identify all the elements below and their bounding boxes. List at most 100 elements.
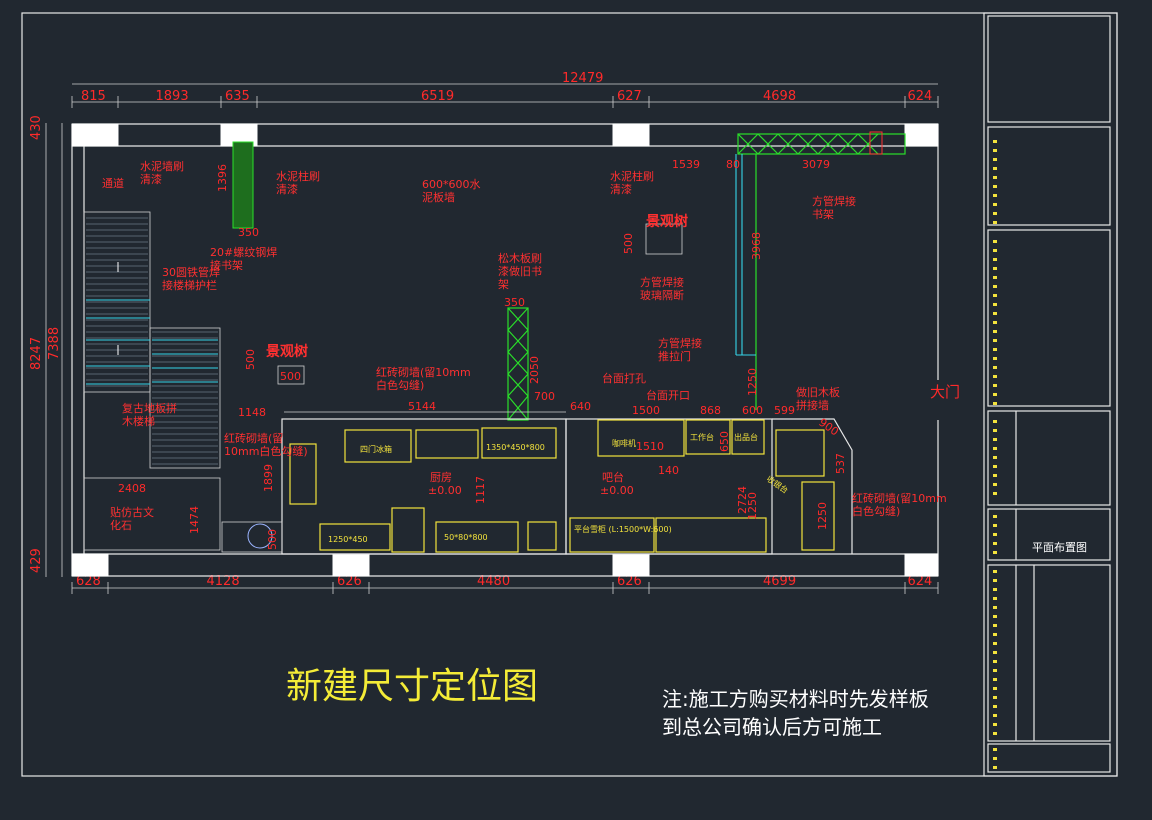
dim-inner-24: 2724: [736, 486, 749, 514]
dim-inner-22: 140: [658, 464, 679, 477]
dim-inner-1: 80: [726, 158, 740, 171]
svg-text:出品台: 出品台: [734, 432, 758, 442]
dim-top-1: 1893: [156, 89, 189, 104]
svg-text:四门冰箱: 四门冰箱: [360, 444, 392, 454]
cashier: [775, 429, 825, 477]
label-old_wood: 做旧木板拼接墙: [796, 385, 840, 412]
drawing-title: 新建尺寸定位图: [286, 666, 538, 707]
dim-inner-32: 1250: [746, 492, 759, 520]
dim-inner-10: 700: [534, 390, 555, 403]
dim-top-3: 6519: [421, 89, 454, 104]
title-block-cell: [987, 564, 1111, 742]
dim-bottom-2: 626: [337, 574, 362, 589]
dim-top-6: 624: [908, 89, 933, 104]
sheet-name: 平面布置图: [1032, 541, 1087, 554]
cold-table: [435, 521, 519, 553]
label-counter_opening: 台面开口: [646, 388, 690, 402]
dim-inner-12: 1148: [238, 406, 266, 419]
door-label: 大门: [930, 383, 960, 401]
dim-inner-29: 1899: [262, 464, 275, 492]
dim-inner-14: 1500: [632, 404, 660, 417]
label-cement_wall: 水泥墙刷清漆: [140, 159, 184, 186]
column: [904, 123, 939, 147]
tree-box: [277, 365, 305, 385]
label-square_tube_shelf: 方管焊接书架: [812, 194, 856, 221]
dim-inner-18: 3968: [750, 232, 763, 260]
tree-box: [645, 223, 683, 255]
dim-inner-25: 537: [834, 453, 847, 474]
dim-inner-2: 3079: [802, 158, 830, 171]
label-retro_stone: 贴仿古文化石: [110, 505, 154, 532]
label-stair_area: 复古地板拼木楼梯: [122, 401, 177, 428]
coffee-machine: [597, 419, 685, 457]
dim-inner-27: 2408: [118, 482, 146, 495]
svg-text:收银台: 收银台: [765, 473, 790, 495]
label-counter_hole: 台面打孔: [602, 371, 646, 385]
dim-bottom-4: 626: [617, 574, 642, 589]
dim-bottom-0: 628: [76, 574, 101, 589]
label-railing: 30圆铁管焊接楼梯护栏: [162, 265, 220, 292]
label-pine_board: 松木板刷漆做旧书架: [498, 251, 542, 291]
dim-inner-31: 1510: [636, 440, 664, 453]
dim-inner-4: 350: [238, 226, 259, 239]
kitchen-table: [319, 523, 391, 551]
column: [612, 553, 650, 577]
dim-inner-17: 599: [774, 404, 795, 417]
kitchen-equipment: 四门冰箱 1350*450*800 1250*450 50*80*800: [289, 427, 557, 553]
display-cabinet: [801, 481, 835, 551]
dim-inner-16: 600: [742, 404, 763, 417]
column: [71, 553, 109, 577]
label-passage: 通道: [102, 176, 124, 190]
dim-bottom-5: 4699: [763, 574, 796, 589]
rebar-shelf: [232, 141, 254, 229]
dishwasher: [391, 507, 425, 553]
label-cement_column2: 水泥柱刷清漆: [610, 169, 654, 196]
dim-inner-7: 500: [280, 370, 301, 383]
title-block-cell: [987, 743, 1111, 773]
label-rebar_shelf: 20#螺纹钢焊接书架: [210, 245, 277, 272]
label-bar: 吧台: [602, 470, 624, 484]
svg-text:1350*450*800: 1350*450*800: [486, 443, 545, 452]
dim-left-429: 429: [29, 548, 44, 573]
dim-inner-8: 350: [504, 296, 525, 309]
counter-cabinet: [569, 517, 655, 553]
dim-top-4: 627: [617, 89, 642, 104]
label-landscape_tree1: 景观树: [266, 343, 308, 360]
label-cement_board: 600*600水泥板墙: [422, 178, 481, 204]
dim-left-430: 430: [29, 115, 44, 140]
dim-inner-23: 1117: [474, 476, 487, 504]
dim-inner-0: 1539: [672, 158, 700, 171]
dim-inner-9: 2050: [528, 356, 541, 384]
svg-text:咖啡机: 咖啡机: [612, 438, 636, 448]
retro-stone-wall: [83, 477, 221, 551]
shelf-unit: [289, 443, 317, 505]
dim-inner-26: 1250: [816, 502, 829, 530]
prep-table: [481, 427, 557, 459]
svg-text:50*80*800: 50*80*800: [444, 533, 488, 542]
svg-text:1250*450: 1250*450: [328, 535, 368, 544]
column: [612, 123, 650, 147]
dim-inner-11: 640: [570, 400, 591, 413]
dim-inner-21: 650: [718, 431, 731, 452]
dim-left-7388: 7388: [47, 327, 62, 360]
dim-inner-28: 1474: [188, 506, 201, 534]
title-block-cell: [987, 15, 1111, 123]
worktable: [685, 419, 731, 455]
fridge: [344, 429, 412, 463]
square-tube-shelf: [737, 131, 906, 155]
title-block-cell: [987, 229, 1111, 407]
sink: [415, 429, 479, 459]
dim-top-5: 4698: [763, 89, 796, 104]
dim-bottom-1: 4128: [207, 574, 240, 589]
title-block-cell: [987, 508, 1111, 561]
dim-overall: 12479: [562, 71, 603, 86]
label-cement_column1: 水泥柱刷清漆: [276, 169, 320, 196]
bar-cooler: [655, 517, 767, 553]
column: [904, 553, 939, 577]
column: [71, 123, 119, 147]
plant-pot: [247, 523, 273, 549]
